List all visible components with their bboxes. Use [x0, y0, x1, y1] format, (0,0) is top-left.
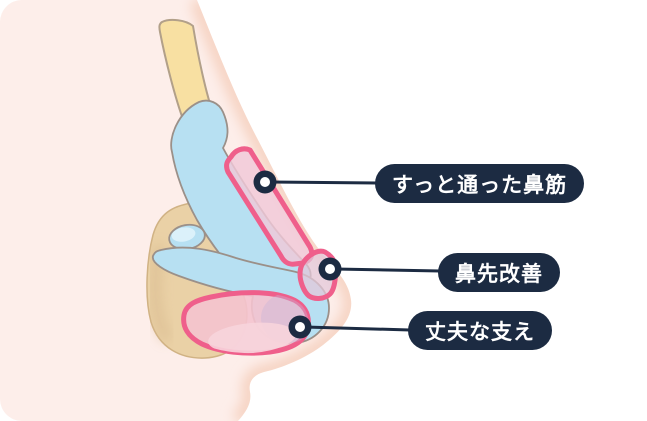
anchor-dot-bridge-icon [253, 170, 277, 194]
connector-line-tip [334, 267, 441, 273]
anchor-dot-support-icon [288, 315, 312, 339]
callout-label-bridge: すっと通った鼻筋 [392, 173, 568, 197]
callout-pill-support: 丈夫な支え [408, 311, 552, 350]
callout-pill-bridge: すっと通った鼻筋 [375, 164, 585, 203]
support-inner-highlight [208, 322, 296, 354]
callout-label-support: 丈夫な支え [425, 320, 535, 344]
connector-line-bridge [269, 180, 378, 185]
callout-pill-tip: 鼻先改善 [438, 253, 560, 292]
cartilage-nodule-highlight [171, 227, 196, 242]
bridge-implant-outline [224, 146, 315, 267]
anchor-dot-tip-icon [318, 257, 342, 281]
connector-line-support [304, 325, 411, 332]
callout-label-tip: 鼻先改善 [455, 262, 543, 286]
